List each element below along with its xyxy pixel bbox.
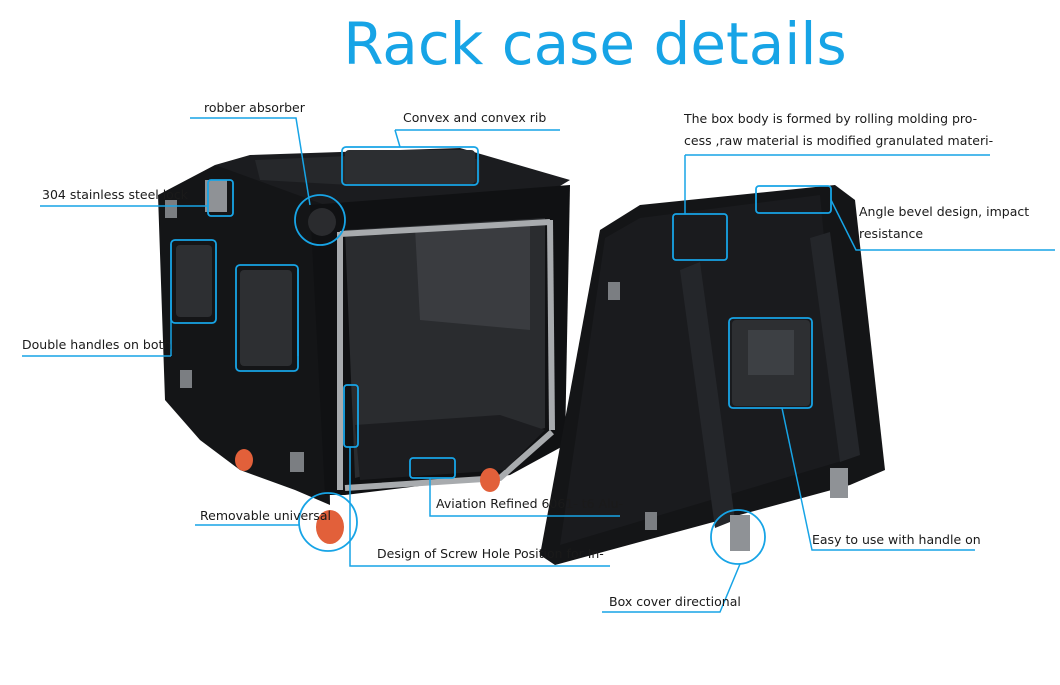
callout-markers [170,146,832,565]
handle-highlight-box-2 [235,264,299,372]
bevel-highlight-box [755,185,832,214]
label-removable-universal: Removable universal [200,508,331,523]
handle-highlight-box-1 [170,239,217,324]
caster-wheels [235,449,500,544]
label-steel-lock: 304 stainless steel lock [42,187,188,202]
cover-handle-highlight-box [728,317,813,409]
lock-highlight-box [207,179,234,217]
label-convex-rib: Convex and convex rib [403,110,547,125]
directional-highlight-circle [710,509,766,565]
label-aviation-aluminum: Aviation Refined 6061- t6 Alu- [436,496,624,511]
label-angle-bevel-line2: resistance [859,226,924,241]
rib-highlight-box [341,146,479,186]
page-title: Rack case details [343,10,847,78]
label-box-body-line2: cess ,raw material is modified granulate… [684,133,994,148]
box-cover-illustration [540,185,885,565]
label-easy-handle: Easy to use with handle on [812,532,981,547]
rack-case-illustration [158,148,570,544]
aluminum-frame [337,219,555,491]
label-box-cover: Box cover directional [609,594,741,609]
leader-lines [22,117,1055,613]
label-angle-bevel-line1: Angle bevel design, impact [859,204,1030,219]
absorber-highlight-circle [294,194,346,246]
label-box-body-line1: The box body is formed by rolling moldin… [684,111,978,126]
screw-hole-highlight-box [343,384,359,448]
wheel-highlight-circle [298,492,358,552]
label-screw-hole: Design of Screw Hole Position for In- [377,546,604,561]
aluminum-highlight-box [409,457,456,479]
label-robber-absorber: robber absorber [204,100,305,115]
body-highlight-box [672,213,728,261]
label-double-handles: Double handles on both [22,337,172,352]
